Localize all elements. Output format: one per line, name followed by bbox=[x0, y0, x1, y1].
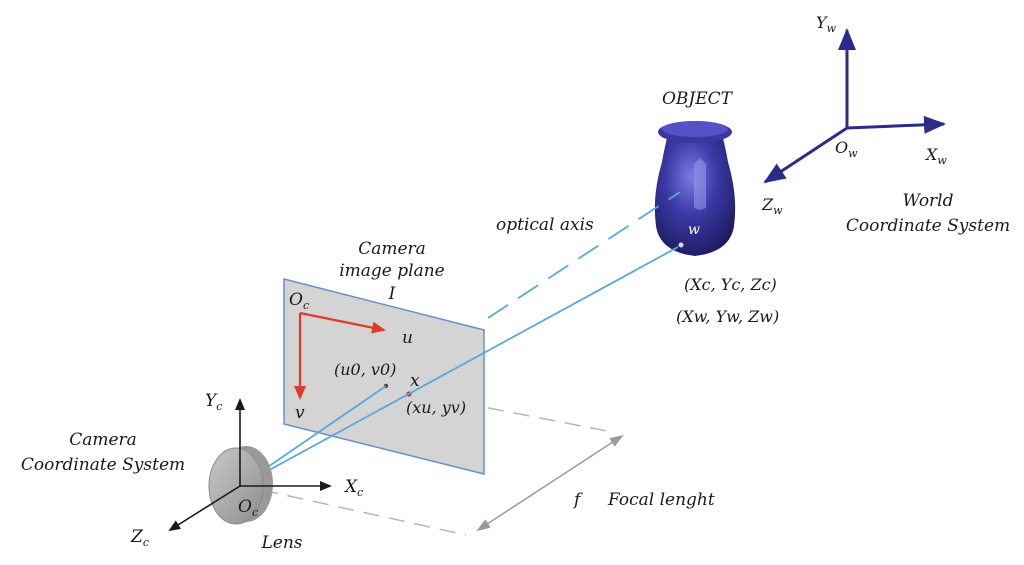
focal-length-symbol: f bbox=[572, 490, 583, 510]
image-plane: Camera image plane I Oc u v (u0, v0) x (… bbox=[283, 239, 485, 475]
camera-x-label: Xc bbox=[343, 477, 363, 499]
camera-z-label: Zc bbox=[130, 527, 149, 549]
world-system-title-line2: Coordinate System bbox=[846, 216, 1010, 236]
object-point-w bbox=[678, 242, 684, 248]
image-origin-label: Oc bbox=[289, 290, 309, 312]
camera-system-title-line1: Camera bbox=[69, 430, 137, 450]
camera-coordinates-label: (Xc, Yc, Zc) bbox=[684, 275, 777, 294]
optical-axis-label: optical axis bbox=[496, 215, 594, 235]
world-z-axis bbox=[763, 126, 848, 184]
camera-origin-label: Oc bbox=[238, 497, 258, 519]
image-u-label: u bbox=[402, 328, 413, 348]
world-y-label: Yw bbox=[816, 13, 837, 35]
optical-axis-dashed bbox=[487, 191, 681, 319]
world-coordinates-label: (Xw, Yw, Zw) bbox=[676, 307, 779, 326]
projected-point-x-label: x bbox=[410, 371, 420, 391]
world-coordinate-system: Yw Xw Zw Ow World Coordinate System bbox=[761, 13, 1010, 236]
focal-length-arrow bbox=[476, 434, 624, 532]
image-plane-symbol: I bbox=[388, 284, 396, 304]
projected-point-label: (xu, yv) bbox=[406, 398, 466, 417]
world-x-label: Xw bbox=[924, 145, 947, 167]
principal-point-label: (u0, v0) bbox=[334, 360, 396, 379]
object-label: OBJECT bbox=[662, 89, 734, 109]
image-plane-title-line2: image plane bbox=[339, 261, 445, 281]
camera-coordinate-system: Yc Xc Zc Oc Camera Coordinate System Len… bbox=[21, 391, 363, 553]
camera-y-label: Yc bbox=[205, 391, 222, 413]
image-v-label: v bbox=[295, 403, 305, 423]
object-rim-top bbox=[662, 121, 728, 137]
world-origin-label: Ow bbox=[835, 138, 858, 160]
world-system-title-line1: World bbox=[903, 191, 954, 211]
camera-system-title-line2: Coordinate System bbox=[21, 455, 185, 475]
camera-z-axis bbox=[168, 485, 241, 532]
world-x-axis bbox=[846, 115, 946, 134]
object: OBJECT w (Xc, Yc, Zc) (Xw, Yw, Zw) bbox=[654, 89, 779, 326]
world-z-label: Zw bbox=[761, 195, 783, 217]
object-highlight bbox=[694, 158, 706, 210]
object-point-w-label: w bbox=[688, 222, 700, 238]
ray-to-object bbox=[239, 246, 679, 487]
image-plane-surface bbox=[283, 278, 485, 475]
image-u-axis bbox=[299, 311, 386, 334]
image-plane-title-line1: Camera bbox=[358, 239, 426, 259]
lens-label: Lens bbox=[260, 533, 302, 553]
focal-length-label: Focal lenght bbox=[607, 490, 715, 510]
